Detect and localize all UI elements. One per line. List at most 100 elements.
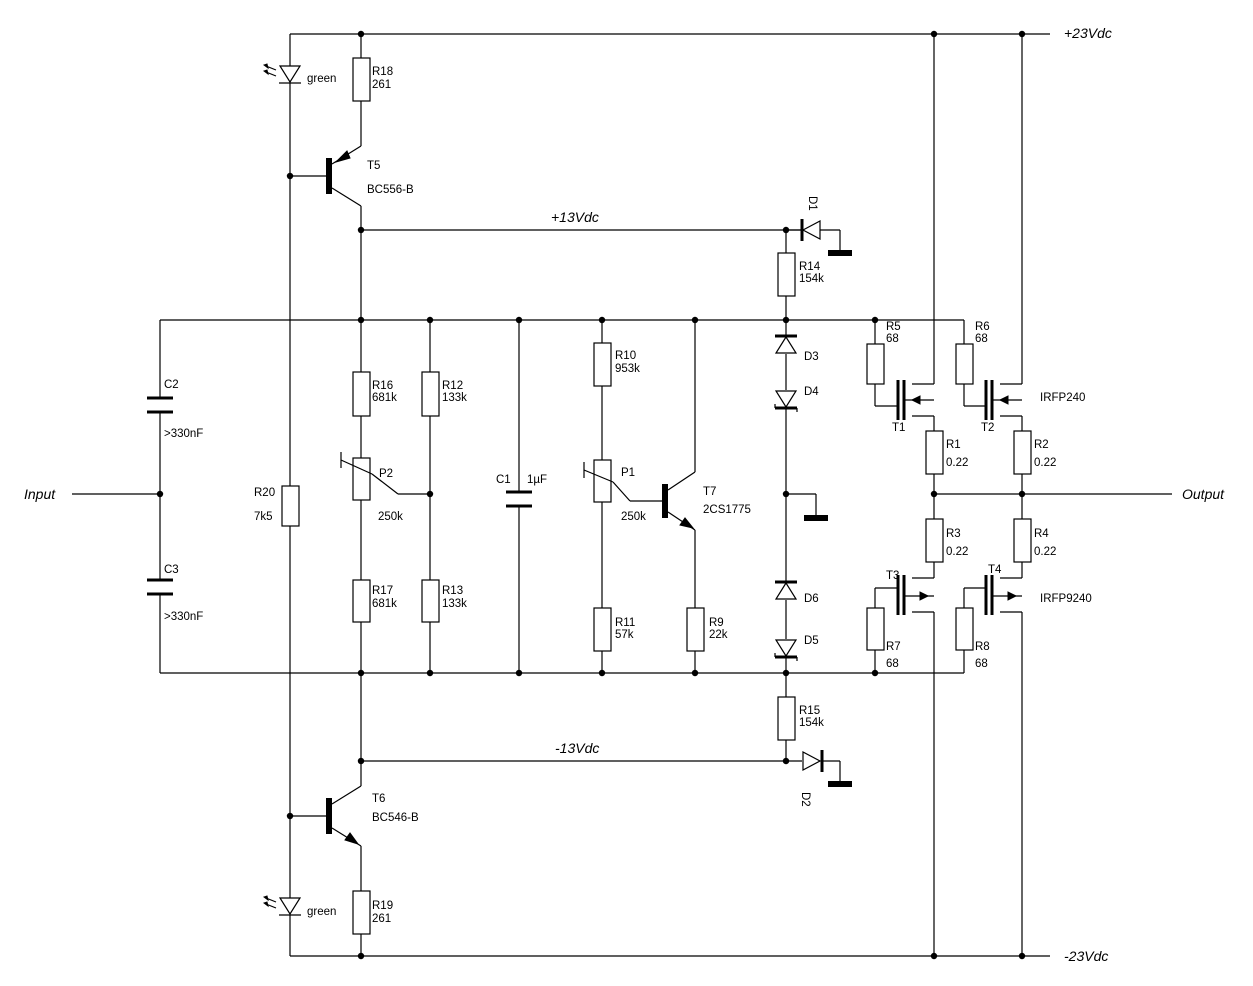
transistor-T7 (662, 471, 696, 531)
R1-value: 0.22 (946, 457, 968, 469)
R16-ref: R16 (372, 380, 393, 392)
potentiometer-P1 (583, 459, 614, 503)
R2-ref: R2 (1034, 439, 1049, 451)
R7-value: 68 (886, 658, 899, 670)
D6-ref: D6 (804, 593, 819, 605)
R8-value: 68 (975, 658, 988, 670)
R3-ref: R3 (946, 528, 961, 540)
resistor-R8 (955, 607, 974, 651)
capacitor-C1 (506, 490, 532, 508)
R12-ref: R12 (442, 380, 463, 392)
resistor-R6 (955, 343, 974, 385)
R15-value: 154k (799, 717, 824, 729)
mosfet-T1 (896, 380, 934, 420)
R13-value: 133k (442, 598, 467, 610)
resistor-R19 (352, 890, 371, 935)
R15-ref: R15 (799, 705, 820, 717)
diode-D4 (774, 390, 798, 412)
C1-value: 1µF (527, 474, 547, 486)
R11-value: 57k (615, 629, 634, 641)
R9-value: 22k (709, 629, 728, 641)
transistor-T6 (326, 785, 362, 847)
D3-ref: D3 (804, 351, 819, 363)
D2-ref: D2 (799, 792, 811, 807)
R9-ref: R9 (709, 617, 724, 629)
R10-ref: R10 (615, 350, 636, 362)
T1-ref: T1 (892, 422, 905, 434)
R14-value: 154k (799, 273, 824, 285)
R4-value: 0.22 (1034, 546, 1056, 558)
rail-neg13-label: -13Vdc (555, 740, 599, 756)
diode-D2 (802, 750, 824, 772)
T3-ref: T3 (886, 570, 899, 582)
C3-value: >330nF (164, 611, 203, 623)
led-bottom (262, 895, 302, 916)
led-top (262, 63, 302, 84)
T4-ref: T4 (988, 564, 1002, 576)
resistor-R16 (352, 371, 371, 417)
potentiometer-P2 (340, 452, 373, 501)
T5-part: BC556-B (367, 184, 414, 196)
R1-ref: R1 (946, 439, 961, 451)
rail-neg23-label: -23Vdc (1064, 948, 1108, 964)
C2-ref: C2 (164, 379, 179, 391)
capacitor-C3 (147, 578, 173, 596)
mosfet-T4 (984, 575, 1022, 615)
R20-value: 7k5 (254, 511, 273, 523)
rail-pos23-label: +23Vdc (1064, 25, 1112, 41)
T7-ref: T7 (703, 486, 716, 498)
T5-ref: T5 (367, 160, 380, 172)
resistors (281, 57, 1032, 935)
P1-ref: P1 (621, 467, 635, 479)
resistor-R4 (1013, 518, 1032, 563)
output-label: Output (1182, 486, 1225, 502)
R20-ref: R20 (254, 487, 275, 499)
R16-value: 681k (372, 392, 397, 404)
pmos-part-label: IRFP9240 (1040, 593, 1092, 605)
resistor-R9 (686, 607, 705, 652)
R18-value: 261 (372, 79, 391, 91)
resistor-R17 (352, 579, 371, 623)
resistor-R14 (777, 252, 796, 297)
resistor-R5 (866, 343, 885, 385)
R5-value: 68 (886, 333, 899, 345)
R6-value: 68 (975, 333, 988, 345)
R17-value: 681k (372, 598, 397, 610)
resistor-R13 (421, 579, 440, 623)
ground-symbols (804, 250, 852, 787)
D5-ref: D5 (804, 635, 819, 647)
T6-ref: T6 (372, 793, 385, 805)
diode-D3 (774, 334, 798, 354)
R4-ref: R4 (1034, 528, 1049, 540)
C2-value: >330nF (164, 428, 203, 440)
T6-part: BC546-B (372, 812, 419, 824)
P1-value: 250k (621, 511, 646, 523)
resistor-R10 (593, 342, 612, 387)
input-label: Input (24, 486, 56, 502)
labels: +23Vdc -23Vdc +13Vdc -13Vdc Input Output… (24, 25, 1225, 964)
resistor-R11 (593, 607, 612, 652)
R6-ref: R6 (975, 321, 990, 333)
mosfet-T2 (984, 380, 1022, 420)
resistor-R20 (281, 485, 300, 527)
D1-ref: D1 (806, 196, 818, 211)
nmos-part-label: IRFP240 (1040, 392, 1085, 404)
resistor-R7 (866, 607, 885, 651)
transistor-T5 (326, 145, 362, 207)
R19-ref: R19 (372, 900, 393, 912)
C3-ref: C3 (164, 564, 179, 576)
diode-D5 (774, 639, 798, 661)
capacitor-C2 (147, 396, 173, 414)
led-bottom-label: green (307, 906, 336, 918)
resistor-R15 (777, 696, 796, 741)
R19-value: 261 (372, 913, 391, 925)
resistor-R12 (421, 371, 440, 417)
resistor-R1 (925, 430, 944, 475)
P2-value: 250k (378, 511, 403, 523)
R2-value: 0.22 (1034, 457, 1056, 469)
diode-D6 (774, 580, 798, 600)
led-top-label: green (307, 73, 336, 85)
R13-ref: R13 (442, 585, 463, 597)
T7-part: 2CS1775 (703, 504, 751, 516)
